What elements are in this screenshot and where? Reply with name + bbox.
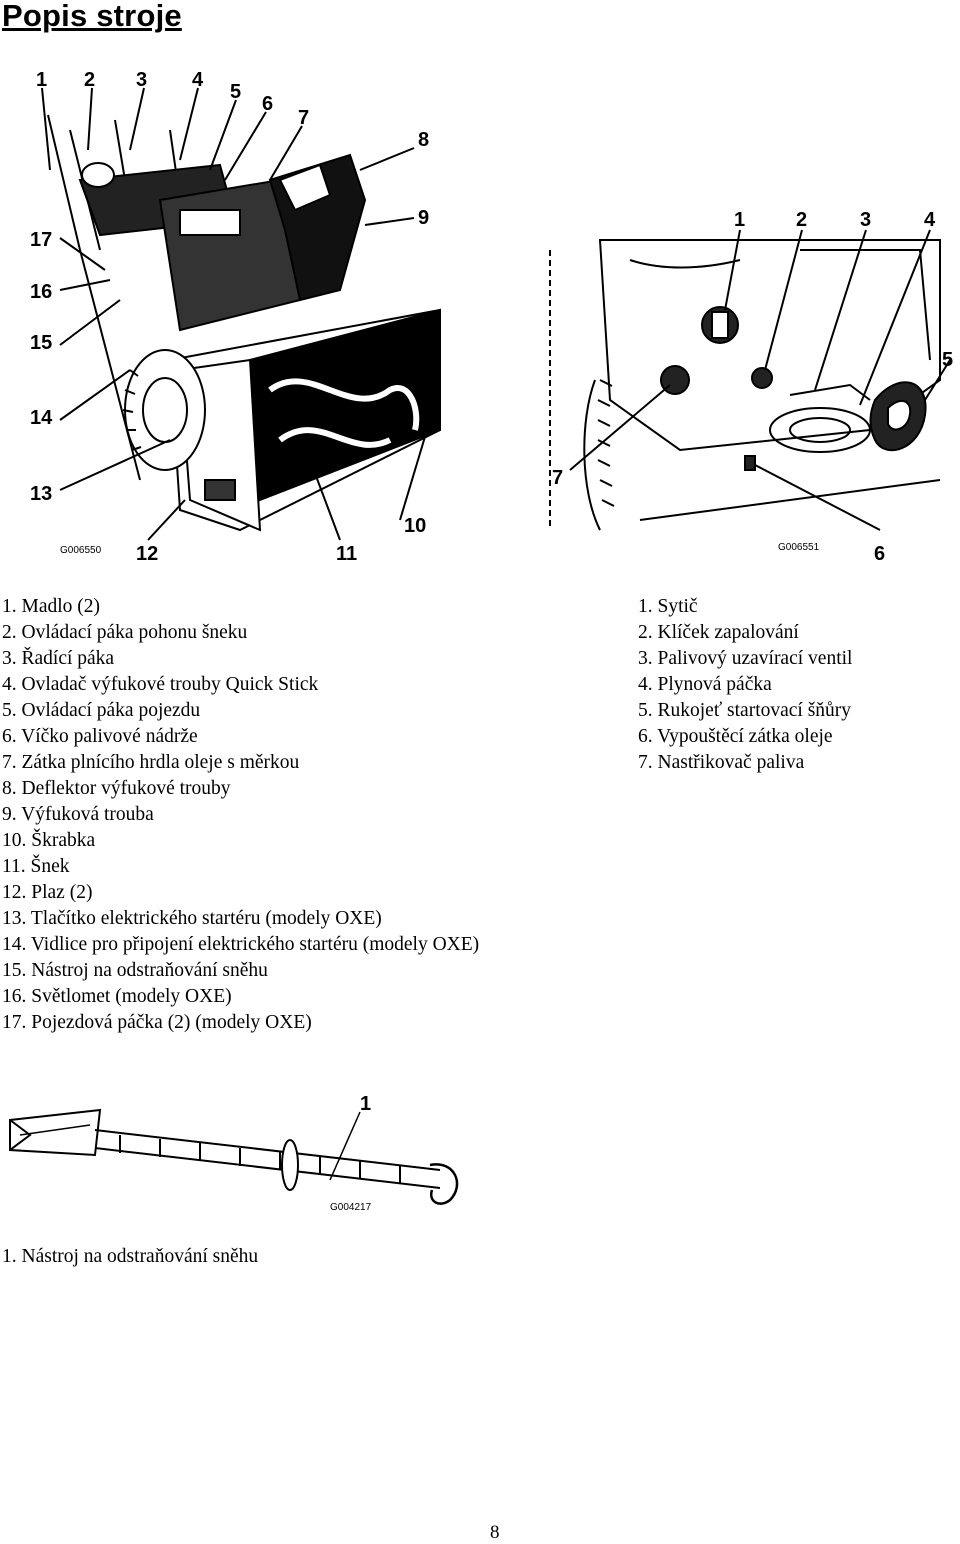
legend-item: 1. Sytič (638, 596, 698, 617)
callout-15: 15 (30, 332, 52, 354)
legend-item: 2. Klíček zapalování (638, 622, 799, 643)
callout-10: 10 (404, 515, 426, 537)
legend-item: 9. Výfuková trouba (2, 804, 154, 825)
legend-item: 17. Pojezdová páčka (2) (modely OXE) (2, 1012, 312, 1033)
main-parts-legend: 1. Madlo (2) 2. Ovládací páka pohonu šne… (2, 594, 479, 1036)
callout-12: 12 (136, 543, 158, 565)
callout-9: 9 (418, 207, 429, 229)
legend-item: 4. Plynová páčka (638, 674, 772, 695)
callout-3: 3 (860, 209, 871, 231)
callout-5: 5 (942, 349, 953, 371)
callout-4: 4 (192, 69, 204, 91)
callout-6: 6 (874, 543, 885, 565)
legend-item: 10. Škrabka (2, 830, 96, 851)
legend-item: 6. Víčko palivové nádrže (2, 726, 198, 747)
legend-item: 3. Palivový uzavírací ventil (638, 648, 853, 669)
callout-4: 4 (924, 209, 936, 231)
tool-legend: 1. Nástroj na odstraňování sněhu (2, 1244, 258, 1270)
legend-item: 6. Vypouštěcí zátka oleje (638, 726, 833, 747)
callout-16: 16 (30, 281, 52, 303)
legend-item: 1. Madlo (2) (2, 596, 101, 617)
page-title: Popis stroje (2, 0, 182, 33)
engine-controls-illustration: 1 2 3 4 5 6 7 G006551 (540, 200, 960, 570)
figure-code: G006551 (778, 542, 820, 553)
legend-item: 8. Deflektor výfukové trouby (2, 778, 231, 799)
callout-5: 5 (230, 81, 241, 103)
legend-item: 3. Řadící páka (2, 648, 115, 669)
legend-item: 11. Šnek (2, 856, 70, 877)
callout-17: 17 (30, 229, 52, 251)
callout-3: 3 (136, 69, 147, 91)
legend-item: 14. Vidlice pro připojení elektrického s… (2, 934, 480, 955)
callout-1: 1 (36, 69, 47, 91)
callout-11: 11 (336, 543, 357, 565)
engine-controls-legend: 1. Sytič 2. Klíček zapalování 3. Palivov… (638, 594, 852, 776)
legend-item: 5. Rukojeť startovací šňůry (638, 700, 852, 721)
legend-item: 7. Zátka plnícího hrdla oleje s měrkou (2, 752, 300, 773)
callout-13: 13 (30, 483, 52, 505)
callout-14: 14 (30, 407, 53, 429)
legend-item: 5. Ovládací páka pojezdu (2, 700, 201, 721)
callout-8: 8 (418, 129, 429, 151)
callout-2: 2 (84, 69, 95, 91)
callout-2: 2 (796, 209, 807, 231)
figure-code: G004217 (330, 1202, 372, 1213)
callout-1: 1 (360, 1093, 371, 1115)
legend-item: 2. Ovládací páka pohonu šneku (2, 622, 248, 643)
legend-item: 4. Ovladač výfukové trouby Quick Stick (2, 674, 319, 695)
legend-item: 13. Tlačítko elektrického startéru (mode… (2, 908, 382, 929)
legend-item: 1. Nástroj na odstraňování sněhu (2, 1246, 259, 1267)
legend-item: 16. Světlomet (modely OXE) (2, 986, 232, 1007)
legend-item: 12. Plaz (2) (2, 882, 93, 903)
legend-item: 7. Nastřikovač paliva (638, 752, 805, 773)
callout-6: 6 (262, 93, 273, 115)
callout-7: 7 (552, 467, 563, 489)
legend-item: 15. Nástroj na odstraňování sněhu (2, 960, 268, 981)
callout-7: 7 (298, 107, 309, 129)
snow-clearing-tool-illustration: 1 G004217 (0, 1090, 470, 1220)
callout-1: 1 (734, 209, 745, 231)
snowthrower-illustration: 1 2 3 4 5 6 7 8 9 10 11 12 13 14 15 16 1… (20, 60, 460, 570)
figure-code: G006550 (60, 545, 102, 556)
page-number: 8 (490, 1522, 500, 1543)
